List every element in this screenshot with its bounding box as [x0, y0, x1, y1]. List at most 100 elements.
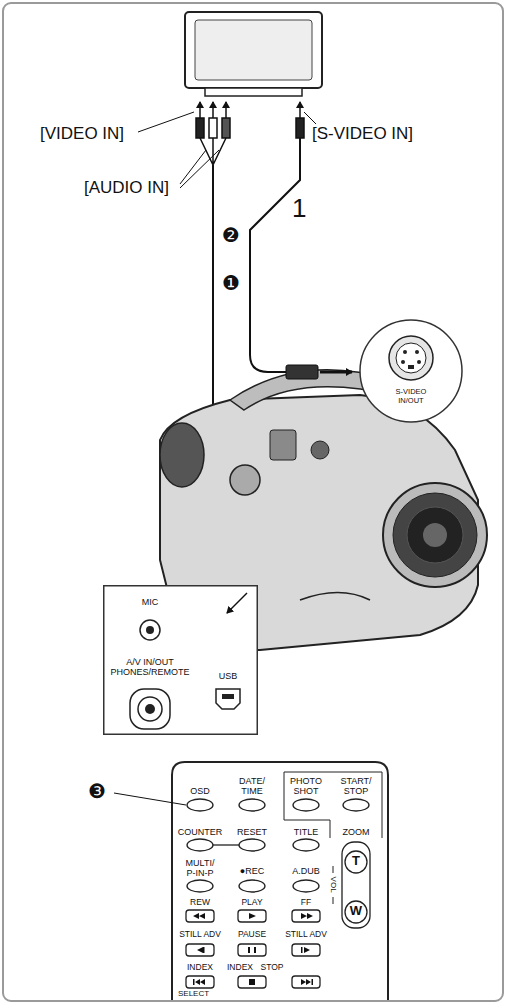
inset-circle — [360, 320, 462, 422]
svideo-socket — [389, 336, 433, 380]
tv-base — [205, 88, 302, 96]
button-label: INDEX — [187, 963, 213, 973]
connector-label: [AUDIO IN] — [84, 178, 169, 198]
button-label: VOL — [328, 877, 337, 893]
button-label: OSD — [190, 786, 210, 796]
index-symbol — [195, 979, 205, 985]
pointer-arrow — [227, 593, 247, 613]
insert-arrow — [320, 371, 352, 374]
button — [292, 910, 320, 922]
mode-dial — [230, 465, 260, 495]
dash — [333, 897, 334, 904]
socket-face — [396, 343, 426, 373]
figure-frame — [3, 3, 503, 1001]
button — [292, 944, 320, 956]
button — [187, 839, 213, 851]
ff-symbol — [301, 913, 313, 919]
button — [238, 944, 266, 956]
button — [293, 880, 319, 892]
pin — [403, 350, 407, 354]
lens-ring — [393, 493, 477, 577]
button-label: INDEX — [227, 963, 253, 973]
button-label: STILL ADV — [179, 930, 221, 940]
button-label: A.DUB — [292, 866, 320, 876]
input-arrow — [299, 102, 301, 118]
button — [187, 880, 213, 892]
input-arrow — [199, 102, 201, 118]
usb-contact — [222, 694, 234, 699]
television — [185, 12, 322, 96]
still-symbol — [304, 947, 310, 953]
pause-symbol — [254, 947, 256, 953]
svideo-plug — [286, 365, 318, 379]
leader-line — [138, 112, 194, 132]
input-arrow — [212, 102, 214, 118]
button-label: DATE/ TIME — [236, 776, 268, 797]
av-jack — [138, 697, 162, 721]
hand-strap — [300, 593, 370, 601]
rca-plug — [196, 118, 204, 138]
connector-label: [VIDEO IN] — [40, 124, 124, 144]
button-label: TITLE — [294, 827, 319, 837]
button-label: STILL ADV — [285, 930, 327, 940]
inset-circle: S-VIDEO IN/OUT — [358, 318, 464, 424]
button-label: W — [350, 904, 362, 919]
button-label: PHOTO SHOT — [289, 776, 323, 797]
remote-body — [172, 762, 388, 1000]
step-number: 1 — [292, 194, 306, 224]
svideo-jack — [311, 441, 329, 459]
button-label: SELECT — [178, 989, 209, 998]
index-symbol — [193, 979, 195, 985]
button-link — [213, 844, 239, 845]
button-label: FF — [301, 898, 311, 908]
callout-number: ❶ — [222, 272, 240, 295]
button-label: PLAY — [241, 898, 262, 908]
leader-line — [180, 150, 219, 188]
pause-symbol — [248, 947, 250, 953]
pin — [415, 350, 419, 354]
callout-number: ❷ — [222, 224, 240, 247]
lcd-hinge — [270, 430, 296, 460]
key — [408, 365, 414, 369]
rca-plug — [222, 118, 230, 138]
zoom-t — [345, 851, 367, 873]
cable — [200, 138, 226, 165]
jack-label: S-VIDEO IN/OUT — [384, 388, 438, 405]
button — [186, 976, 214, 988]
eyecup — [160, 423, 204, 487]
tv-body — [185, 12, 322, 88]
dash — [333, 866, 334, 873]
button-label: MULTI/ P-IN-P — [181, 858, 219, 879]
stop-symbol — [249, 979, 255, 985]
pin — [401, 360, 405, 364]
still-symbol — [203, 947, 205, 953]
rca-plug — [209, 118, 217, 138]
button-label: STOP — [261, 963, 284, 973]
leader-line — [304, 112, 316, 124]
leader-lines — [138, 112, 316, 188]
input-arrow — [225, 102, 227, 118]
zoom-w — [345, 901, 367, 923]
play-symbol — [249, 913, 256, 919]
button — [238, 910, 266, 922]
button — [238, 976, 266, 988]
still-symbol — [301, 947, 303, 953]
inset-drawing — [358, 318, 464, 424]
jack-label: USB — [219, 671, 238, 681]
button — [293, 839, 319, 851]
pin — [417, 360, 421, 364]
inset-panel: MICA/V IN/OUT PHONES/REMOTEUSB — [103, 585, 258, 735]
button-label: COUNTER — [178, 827, 223, 837]
button-label: T — [352, 854, 360, 869]
av-hole — [145, 704, 155, 714]
button-label: RESET — [237, 827, 267, 837]
still-symbol — [197, 947, 203, 953]
jack-label: MIC — [142, 597, 159, 607]
button — [239, 839, 265, 851]
lens-center — [423, 523, 447, 547]
button — [186, 944, 214, 956]
tv-screen — [195, 20, 312, 80]
rew-symbol — [193, 913, 205, 919]
button — [343, 799, 369, 811]
